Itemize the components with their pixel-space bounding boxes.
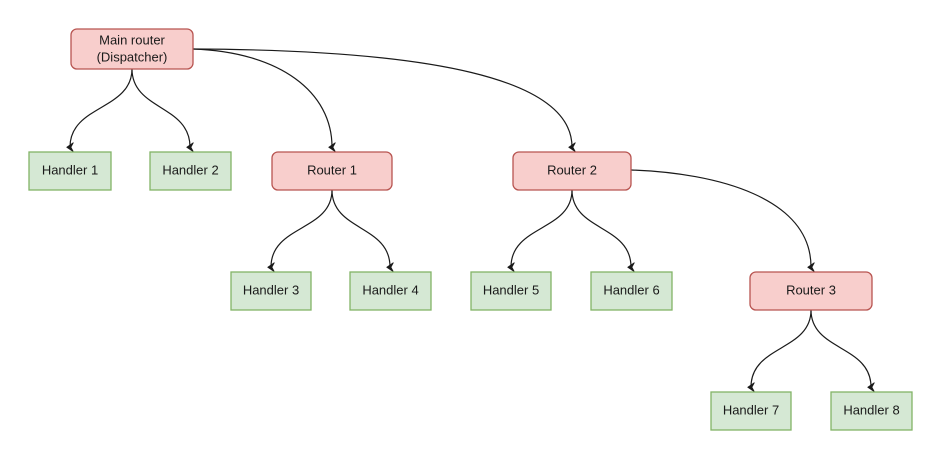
edge-router-3-to-handler-8	[810, 309, 871, 387]
edge-router-1-to-handler-3	[271, 189, 333, 267]
node-handler-3[interactable]: Handler 3	[230, 271, 312, 311]
edge-main-to-handler-1	[70, 68, 133, 147]
node-handler-1[interactable]: Handler 1	[28, 151, 112, 191]
node-handler-7[interactable]: Handler 7	[710, 391, 792, 431]
node-router-3[interactable]: Router 3	[749, 271, 873, 311]
edge-router-2-to-handler-5	[511, 189, 573, 267]
router-3-shape[interactable]	[749, 271, 873, 311]
edge-router-2-to-handler-6	[571, 189, 631, 267]
nodes-layer: Main router(Dispatcher) Handler 1 Handler …	[28, 28, 913, 431]
node-handler-5[interactable]: Handler 5	[470, 271, 552, 311]
node-router-1[interactable]: Router 1	[271, 151, 393, 191]
edge-router-3-to-handler-7	[751, 309, 812, 387]
edge-main-to-handler-2	[131, 68, 190, 147]
handler-4-shape[interactable]	[349, 271, 432, 311]
handler-3-shape[interactable]	[230, 271, 312, 311]
node-handler-4[interactable]: Handler 4	[349, 271, 432, 311]
handler-5-shape[interactable]	[470, 271, 552, 311]
handler-7-shape[interactable]	[710, 391, 792, 431]
router-1-shape[interactable]	[271, 151, 393, 191]
node-router-2[interactable]: Router 2	[512, 151, 632, 191]
handler-6-shape[interactable]	[590, 271, 673, 311]
node-handler-2[interactable]: Handler 2	[149, 151, 232, 191]
router-2-shape[interactable]	[512, 151, 632, 191]
edge-main-to-router-2	[192, 48, 572, 147]
node-handler-8[interactable]: Handler 8	[830, 391, 913, 431]
edge-router-1-to-handler-4	[331, 189, 390, 267]
handler-2-shape[interactable]	[149, 151, 232, 191]
edges-layer	[70, 48, 871, 387]
edge-router-2-to-router-3	[630, 169, 811, 267]
handler-1-shape[interactable]	[28, 151, 112, 191]
handler-8-shape[interactable]	[830, 391, 913, 431]
main-router-shape[interactable]	[70, 28, 194, 70]
node-main-router[interactable]: Main router(Dispatcher)	[70, 28, 194, 70]
node-handler-6[interactable]: Handler 6	[590, 271, 673, 311]
edge-main-to-router-1	[192, 48, 332, 147]
